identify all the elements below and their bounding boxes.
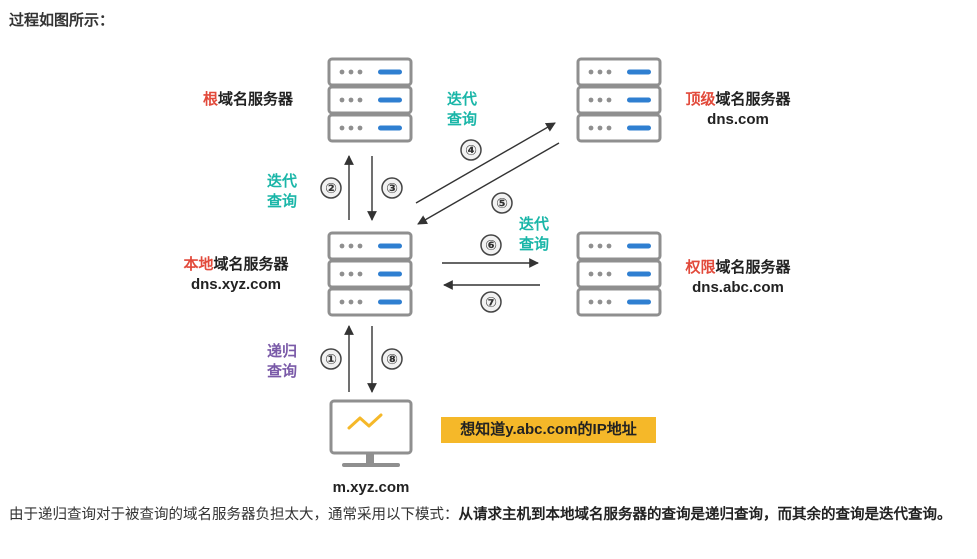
iterative-label-tld: 迭代查询	[446, 91, 477, 128]
iterative-label-root: 迭代查询	[266, 173, 297, 210]
step-2: ②	[325, 180, 337, 196]
auth-server-icon	[576, 231, 662, 317]
step-circle-5	[491, 192, 513, 214]
footer-text: 由于递归查询对于被查询的域名服务器负担太大，通常采用以下模式：从请求主机到本地域…	[9, 507, 952, 523]
step-6: ⑥	[485, 237, 497, 253]
step-1: ①	[325, 351, 337, 367]
step-circle-8	[381, 348, 403, 370]
step-circle-7	[480, 291, 502, 313]
recursive-label: 递归查询	[266, 343, 297, 380]
step-circle-3	[381, 177, 403, 199]
local-server-icon	[327, 231, 413, 317]
step-circle-4	[460, 139, 482, 161]
arrow-4	[415, 122, 556, 204]
host-label: m.xyz.com	[332, 479, 410, 496]
step-8: ⑧	[386, 351, 398, 367]
step-circle-6	[480, 234, 502, 256]
query-note: 想知道y.abc.com的IP地址	[441, 417, 656, 443]
arrow-5	[417, 142, 560, 225]
iterative-label-auth: 迭代查询	[518, 216, 549, 253]
root-server-label: 根域名服务器	[202, 91, 294, 108]
step-5: ⑤	[496, 195, 508, 211]
step-circle-1	[320, 348, 342, 370]
step-7: ⑦	[485, 294, 497, 310]
step-circle-2	[320, 177, 342, 199]
tld-server-icon	[576, 57, 662, 143]
root-server-icon	[327, 57, 413, 143]
dns-diagram	[320, 57, 662, 467]
step-3: ③	[386, 180, 398, 196]
step-4: ④	[465, 142, 477, 158]
intro-text: 过程如图所示：	[9, 12, 115, 29]
computer-icon	[329, 399, 413, 467]
